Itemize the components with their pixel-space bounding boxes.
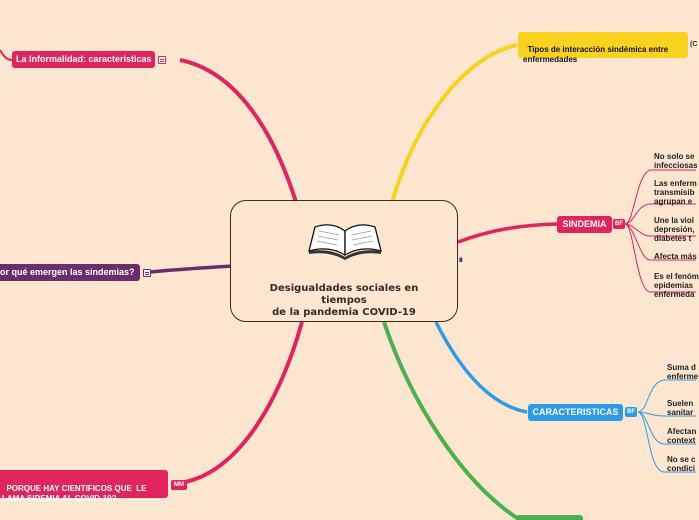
caracteristicas-item[interactable]: Suelen sanitar (667, 399, 694, 417)
branch-porque (184, 321, 304, 484)
open-book-icon (308, 224, 382, 260)
topic-caracteristicas-label: CARACTERISTICAS (532, 407, 619, 417)
branch-informalidad-tail (0, 49, 13, 61)
branch-tipos (390, 43, 518, 203)
central-title: Desigualdades sociales en tiempos de la … (269, 283, 419, 318)
topic-tipos-side-text: (C (690, 41, 698, 48)
topic-porque-cientificos[interactable]: PORQUE HAY CIENTIFICOS QUE LE LAMA SIDEM… (0, 470, 168, 503)
caracteristicas-item[interactable]: Afectan context (667, 427, 697, 445)
topic-tipos-label: Tipos de interacción sindémica entre enf… (523, 45, 669, 64)
topic-informalidad[interactable]: La Informalidad: caracteristicas (12, 51, 155, 68)
topic-porque-label: PORQUE HAY CIENTIFICOS QUE LE LAMA SIDEM… (2, 484, 147, 503)
sindemia-item[interactable]: No solo se infecciosas (654, 152, 698, 170)
topic-emergen-label: or qué emergen las sindemias? (0, 267, 135, 277)
topic-green[interactable] (516, 515, 583, 520)
topic-sindemia[interactable]: SINDEMIA (557, 216, 612, 233)
topic-caracteristicas[interactable]: CARACTERISTICAS (528, 404, 623, 421)
author-badge: BF (625, 407, 637, 417)
topic-tipos-interaccion[interactable]: Tipos de interacción sindémica entre enf… (518, 32, 688, 64)
branch-informalidad (179, 58, 298, 203)
topic-emergen-sindemias[interactable]: or qué emergen las sindemias? (0, 264, 140, 281)
caracteristicas-connectors (637, 379, 696, 473)
marker-icon: IIII (459, 258, 463, 264)
branch-caracteristicas (434, 321, 528, 414)
author-badge: BF (613, 219, 625, 229)
sindemia-connectors (624, 169, 696, 293)
sindemia-item[interactable]: Une la viol depresión, diabetes t (654, 216, 695, 243)
branch-sindemia (457, 222, 558, 244)
sindemia-item[interactable]: Las enferm transmisib agrupan e (654, 179, 697, 206)
central-topic[interactable]: Desigualdades sociales en tiempos de la … (230, 200, 458, 322)
topic-sindemia-label: SINDEMIA (562, 219, 607, 229)
caracteristicas-item[interactable]: No se c condici (667, 455, 696, 473)
notes-icon[interactable] (143, 269, 151, 277)
sindemia-item[interactable]: Es el fenóm epidemias enfermeda (654, 272, 699, 299)
author-badge: MM (171, 480, 187, 490)
notes-icon[interactable] (158, 56, 166, 64)
branch-emergen (149, 264, 233, 274)
sindemia-item[interactable]: Afecta más (654, 252, 697, 261)
caracteristicas-item[interactable]: Suma d enferme (667, 363, 699, 381)
topic-informalidad-label: La Informalidad: caracteristicas (16, 54, 152, 64)
branch-green (382, 321, 519, 520)
